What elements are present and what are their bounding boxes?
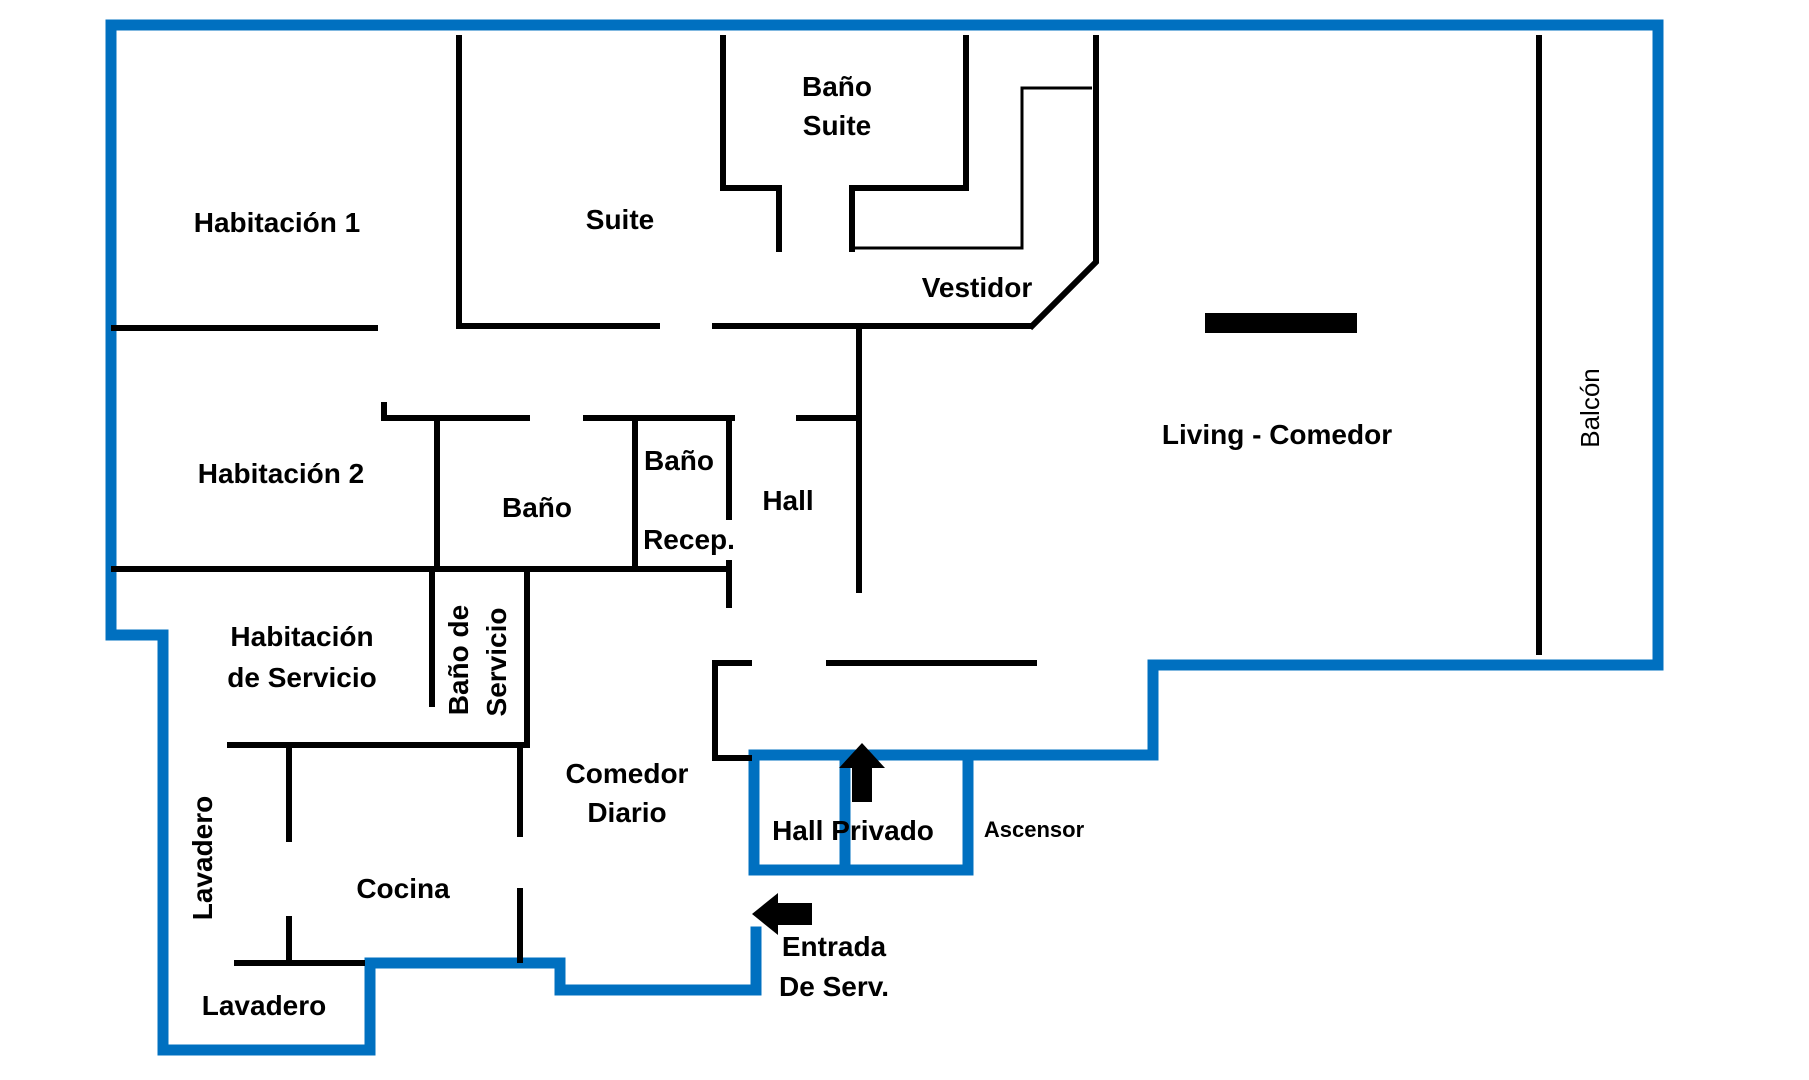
wall-vestidor-shelf (852, 86, 1092, 250)
label-lavadero: Lavadero (202, 990, 327, 1021)
room-labels: Habitación 1 Suite Baño Suite Vestidor H… (187, 71, 1605, 1021)
hall-privado-walls (832, 754, 974, 876)
wall-hab2-top (381, 402, 530, 421)
wall-comedor-hall (712, 660, 752, 761)
label-vestidor: Vestidor (922, 272, 1033, 303)
label-habitacion-2: Habitación 2 (198, 458, 364, 489)
living-bar (1205, 313, 1357, 333)
label-ascensor: Ascensor (984, 817, 1085, 842)
label-comedor-diario-2: Diario (587, 797, 666, 828)
label-bano-servicio-1: Baño de (443, 605, 474, 715)
label-bano-recep-2: Recep. (643, 524, 735, 555)
label-bano-recep-1: Baño (644, 445, 714, 476)
label-bano-suite-2: Suite (803, 110, 871, 141)
wall-bano-suite-right (849, 35, 969, 252)
label-balcon: Balcón (1575, 368, 1605, 448)
label-lavadero-vertical: Lavadero (187, 796, 218, 921)
label-bano-suite-1: Baño (802, 71, 872, 102)
label-hab-servicio-1: Habitación (230, 621, 373, 652)
label-bano-servicio-2: Servicio (481, 608, 512, 717)
arrow-up-icon (839, 743, 885, 802)
label-habitacion-1: Habitación 1 (194, 207, 360, 238)
inner-walls (111, 35, 1542, 966)
label-comedor-diario-1: Comedor (566, 758, 689, 789)
wall-vestidor-diagonal (1027, 35, 1099, 331)
label-hall: Hall (762, 485, 813, 516)
arrow-left-icon (752, 893, 812, 935)
label-suite: Suite (586, 204, 654, 235)
hall-privado-right (832, 754, 974, 876)
label-cocina: Cocina (356, 873, 450, 904)
label-hall-privado: Hall Privado (772, 815, 934, 846)
label-hab-servicio-2: de Servicio (227, 662, 376, 693)
wall-bano-suite-left (720, 35, 782, 252)
label-bano: Baño (502, 492, 572, 523)
label-living-comedor: Living - Comedor (1162, 419, 1392, 450)
label-entrada-2: De Serv. (779, 971, 889, 1002)
label-entrada-1: Entrada (782, 931, 887, 962)
